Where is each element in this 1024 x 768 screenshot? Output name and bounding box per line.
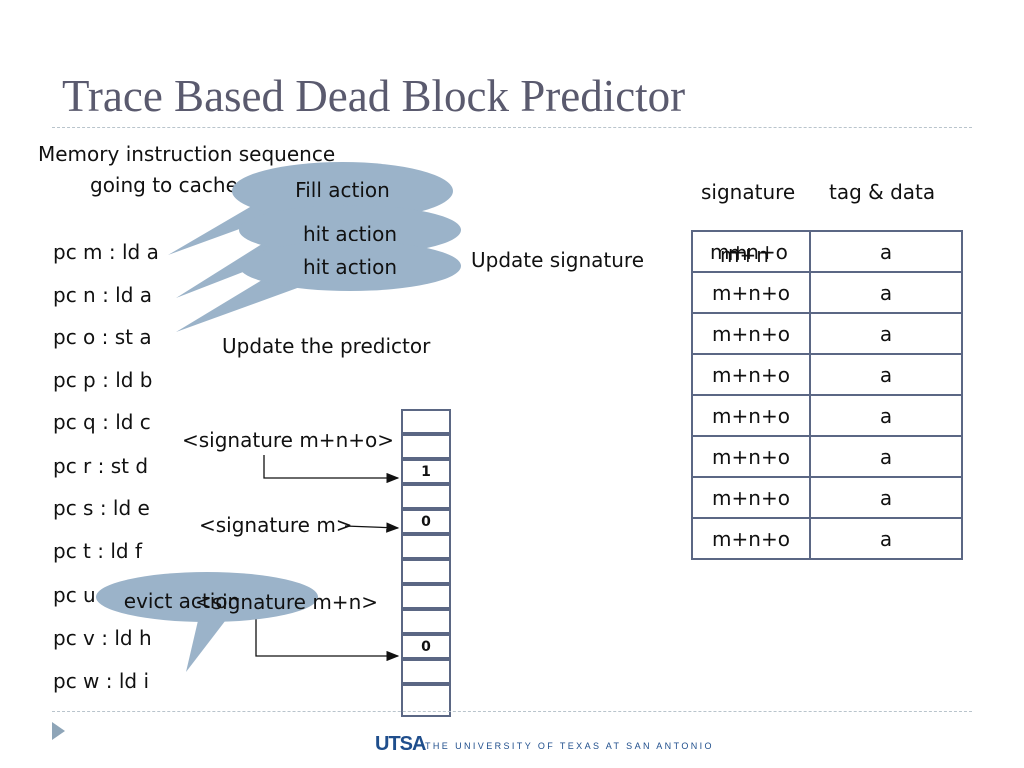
instruction-item: pc p : ld b: [53, 368, 153, 392]
cache-tag-cell: a: [809, 394, 963, 437]
instruction-item: pc t : ld f: [53, 539, 142, 563]
update-signature-label: Update signature: [471, 248, 644, 272]
table-row: m+n+o a: [691, 517, 963, 560]
predictor-cell: 0: [401, 509, 451, 534]
predictor-cell: [401, 534, 451, 559]
signature-m-label: <signature m>: [199, 513, 353, 537]
arrow-signature-mn: [255, 614, 400, 662]
instruction-item: pc v : ld h: [53, 626, 152, 650]
predictor-cell: [401, 559, 451, 584]
utsa-logo: UTSA: [375, 733, 426, 755]
cache-signature-cell: m+n+o: [691, 476, 811, 519]
predictor-cell: [401, 434, 451, 459]
predictor-cell: [401, 409, 451, 434]
instruction-item: pc n : ld a: [53, 283, 153, 307]
arrow-signature-m: [344, 522, 400, 533]
table-row: a: [691, 230, 963, 273]
hit-action-text-2: hit action: [303, 255, 397, 279]
table-row: m+n+o a: [691, 353, 963, 396]
instruction-item: pc o : st a: [53, 325, 152, 349]
instruction-item: pc q : ld c: [53, 410, 151, 434]
cache-signature-cell: [691, 230, 811, 273]
cache-signature-cell: m+n+o: [691, 435, 811, 478]
cache-signature-cell: m+n+o: [691, 394, 811, 437]
university-name: THE UNIVERSITY OF TEXAS AT SAN ANTONIO: [425, 741, 714, 751]
footer-divider: [52, 711, 972, 712]
table-row: m+n+o a: [691, 476, 963, 519]
cache-overlap-label-mn: m+n: [720, 243, 769, 267]
table-row: m+n+o a: [691, 312, 963, 355]
hit-action-callout-2: [239, 241, 461, 291]
cache-signature-cell: m+n+o: [691, 271, 811, 314]
table-row: m+n+o a: [691, 271, 963, 314]
predictor-cell: 1: [401, 459, 451, 484]
signature-mn-label: <signature m+n>: [195, 590, 378, 614]
fill-action-text: Fill action: [295, 178, 390, 202]
predictor-cell: [401, 584, 451, 609]
cache-tag-cell: a: [809, 476, 963, 519]
predictor-cell: [401, 484, 451, 509]
play-triangle-icon: [52, 722, 65, 740]
update-predictor-label: Update the predictor: [222, 334, 431, 358]
evict-action-text: evict action: [123, 589, 241, 613]
cache-signature-cell: m+n+o: [691, 517, 811, 560]
instruction-item: pc u: [53, 583, 96, 607]
instruction-item: pc r : st d: [53, 454, 149, 478]
signature-mno-label: <signature m+n+o>: [182, 428, 394, 452]
mem-seq-label-2: going to cache: [90, 173, 238, 197]
cache-tag-cell: a: [809, 271, 963, 314]
cache-tag-cell: a: [809, 435, 963, 478]
evict-action-callout: [96, 572, 318, 622]
predictor-cell: [401, 659, 451, 684]
cache-overlap-label-mno: m+n+o: [710, 240, 788, 264]
cache-signature-cell: m+n+o: [691, 353, 811, 396]
cache-header-tag-data: tag & data: [829, 180, 936, 204]
predictor-cell: [401, 684, 451, 717]
slide-title: Trace Based Dead Block Predictor: [62, 71, 686, 121]
title-divider: [52, 127, 972, 128]
predictor-cell: 0: [401, 634, 451, 659]
cache-table: a m+n+o a m+n+o a m+n+o a m+n+o a m+n+o …: [691, 230, 963, 560]
hit-callout-tail-2: [176, 280, 300, 332]
table-row: m+n+o a: [691, 394, 963, 437]
predictor-cell: [401, 609, 451, 634]
cache-header-signature: signature: [701, 180, 796, 204]
cache-tag-cell: a: [809, 312, 963, 355]
cache-signature-cell: m+n+o: [691, 312, 811, 355]
cache-tag-cell: a: [809, 517, 963, 560]
cache-tag-cell: a: [809, 353, 963, 396]
mem-seq-label-1: Memory instruction sequence: [38, 142, 336, 166]
instruction-item: pc w : ld i: [53, 669, 150, 693]
table-row: m+n+o a: [691, 435, 963, 478]
instruction-item: pc m : ld a: [53, 240, 159, 264]
cache-overlap-label-m: m: [728, 241, 748, 265]
evict-callout-tail: [186, 612, 232, 672]
arrow-signature-mno: [263, 455, 400, 484]
instruction-item: pc s : ld e: [53, 496, 150, 520]
cache-tag-cell: a: [809, 230, 963, 273]
